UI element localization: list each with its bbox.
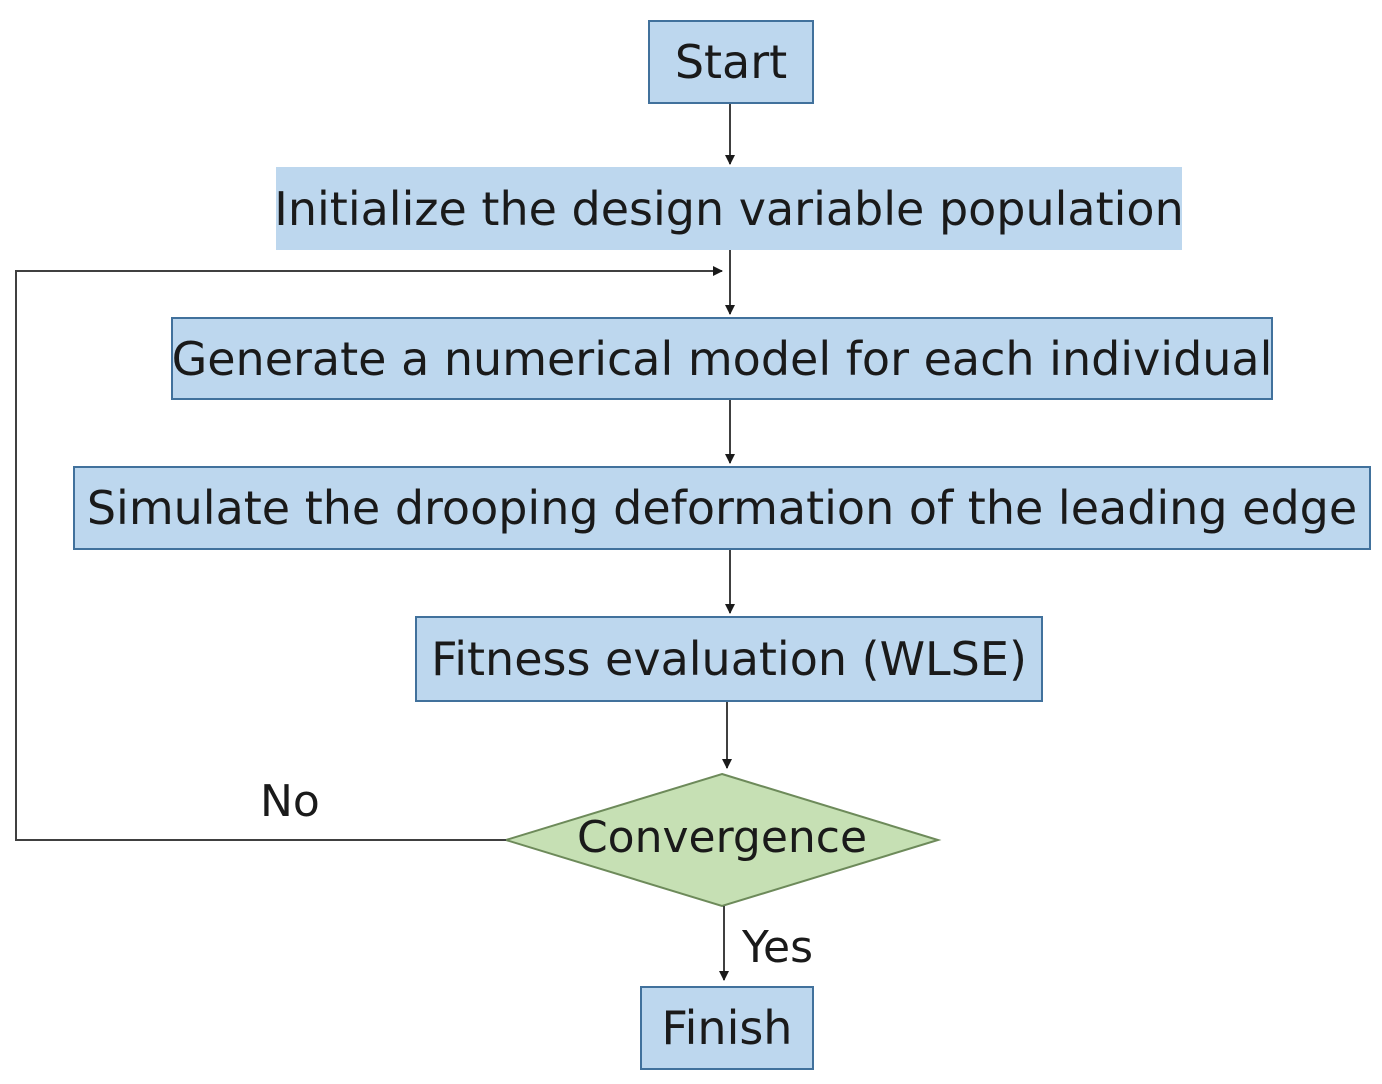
- initialize-label: Initialize the design variable populatio…: [274, 181, 1184, 236]
- decision-label: Convergence: [576, 812, 868, 863]
- no-branch-label: No: [260, 776, 320, 827]
- start-label: Start: [674, 35, 788, 89]
- fitness-label: Fitness evaluation (WLSE): [431, 632, 1027, 686]
- fitness-node: Fitness evaluation (WLSE): [415, 616, 1043, 702]
- start-node: Start: [648, 20, 814, 104]
- initialize-node: Initialize the design variable populatio…: [274, 167, 1184, 250]
- generate-label: Generate a numerical model for each indi…: [171, 331, 1273, 386]
- finish-node: Finish: [640, 986, 814, 1070]
- simulate-label: Simulate the drooping deformation of the…: [86, 481, 1358, 535]
- yes-branch-label: Yes: [742, 922, 814, 973]
- finish-label: Finish: [661, 1001, 793, 1055]
- loop-back-no-connector: [15, 266, 723, 841]
- generate-node: Generate a numerical model for each indi…: [171, 317, 1273, 400]
- simulate-node: Simulate the drooping deformation of the…: [73, 466, 1371, 550]
- decision-diamond: [502, 772, 942, 908]
